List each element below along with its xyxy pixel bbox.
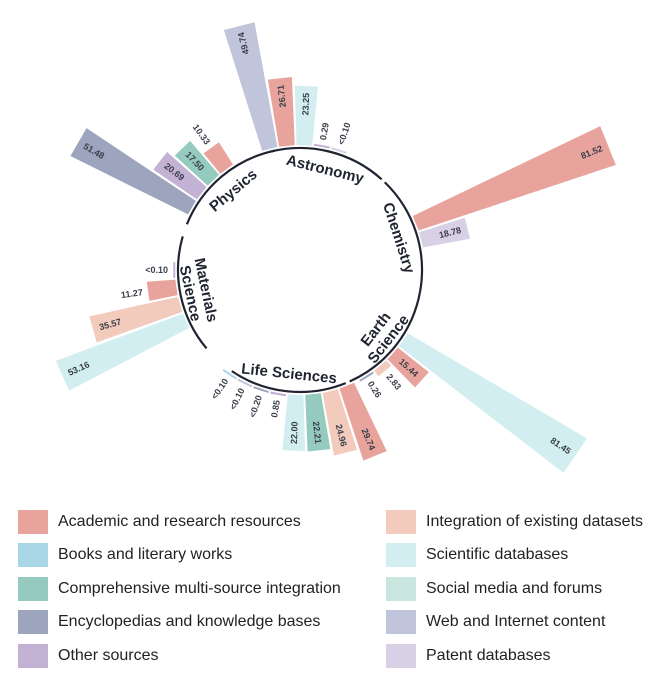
- bar-value-label: 23.25: [300, 93, 311, 116]
- bar-academic: [339, 382, 387, 461]
- bar-academic: [146, 279, 178, 301]
- legend-swatch-other: [18, 644, 48, 668]
- bar-other: [173, 262, 176, 278]
- legend-swatch-academic: [18, 510, 48, 534]
- category-label-line: Astronomy: [285, 152, 367, 188]
- bar-academic: [387, 347, 429, 388]
- bar-academic: [267, 77, 295, 147]
- bar-value-label: 22.00: [289, 421, 300, 444]
- bar-integration: [374, 360, 392, 377]
- legend-item-web: Web and Internet content: [386, 607, 605, 637]
- bar-comprehensive: [174, 140, 219, 186]
- legend-label: Encyclopedias and knowledge bases: [58, 613, 321, 630]
- legend-label: Academic and research resources: [58, 513, 301, 530]
- bar-value-label: 2.83: [384, 372, 403, 392]
- legend-swatch-encyclopedias: [18, 610, 48, 634]
- bar-scientific: [399, 333, 587, 473]
- category-arc: [270, 146, 383, 181]
- legend-swatch-integration: [386, 510, 416, 534]
- legend-label: Scientific databases: [426, 546, 569, 563]
- bar-value-label: <0.10: [336, 121, 353, 146]
- bar-value-label: <0.10: [228, 386, 247, 411]
- bar-value-label: <0.10: [145, 265, 168, 275]
- bar-web: [237, 378, 253, 388]
- bar-encyclopedias: [359, 371, 374, 382]
- bar-encyclopedias: [253, 386, 269, 394]
- legend-item-academic: Academic and research resources: [18, 507, 301, 537]
- bar-academic: [412, 126, 616, 231]
- bar-scientific: [282, 394, 306, 452]
- legend-item-encyclopedias: Encyclopedias and knowledge bases: [18, 607, 320, 637]
- legend-label: Books and literary works: [58, 546, 233, 563]
- legend-swatch-social: [386, 577, 416, 601]
- bar-encyclopedias: [70, 128, 196, 215]
- category-label: Chemistry: [379, 201, 418, 277]
- category-arc: [383, 181, 424, 292]
- category-arc: [176, 236, 208, 350]
- bar-patent: [419, 217, 471, 248]
- bar-patent: [331, 146, 347, 154]
- legend-swatch-patent: [386, 644, 416, 668]
- category-arc: [231, 370, 347, 394]
- bar-academic: [203, 142, 234, 174]
- legend-item-other: Other sources: [18, 641, 158, 671]
- bar-value-label: 10.33: [191, 122, 212, 146]
- bar-value-label: 0.29: [318, 122, 331, 141]
- legend-item-books: Books and literary works: [18, 540, 232, 570]
- bar-other: [153, 151, 207, 200]
- bar-scientific: [55, 313, 190, 391]
- bar-other: [313, 143, 330, 149]
- legend-swatch-books: [18, 543, 48, 567]
- legend-swatch-comprehensive: [18, 577, 48, 601]
- legend-item-scientific: Scientific databases: [386, 540, 568, 570]
- category-arc: [349, 290, 422, 383]
- bar-comprehensive: [305, 393, 331, 452]
- bar-value-label: 11.27: [120, 287, 143, 300]
- bar-value-label: 0.26: [366, 379, 384, 399]
- legend-item-integration: Integration of existing datasets: [386, 507, 643, 537]
- legend-label: Web and Internet content: [426, 613, 606, 630]
- bar-value-label: <0.20: [247, 394, 264, 419]
- bar-value-label: 26.71: [276, 84, 288, 107]
- legend-item-patent: Patent databases: [386, 641, 551, 671]
- legend-item-social: Social media and forums: [386, 574, 602, 604]
- bar-value-label: <0.10: [209, 377, 230, 401]
- legend-swatch-scientific: [386, 543, 416, 567]
- legend-label: Patent databases: [426, 647, 551, 664]
- category-label: Astronomy: [285, 152, 367, 188]
- legend-swatch-web: [386, 610, 416, 634]
- bar-value-label: 0.85: [269, 399, 282, 418]
- bar-scientific: [294, 85, 318, 146]
- legend-label: Social media and forums: [426, 580, 603, 597]
- category-arc: [185, 149, 275, 225]
- bar-web: [223, 22, 278, 151]
- bar-integration: [322, 389, 358, 456]
- legend-item-comprehensive: Comprehensive multi-source integration: [18, 574, 341, 604]
- legend-label: Other sources: [58, 647, 159, 664]
- legend-label: Comprehensive multi-source integration: [58, 580, 341, 597]
- category-label-line: Chemistry: [379, 201, 418, 277]
- chart-legend: Academic and research resources Books an…: [0, 500, 660, 676]
- bar-integration: [89, 296, 183, 343]
- bar-value-label: 22.21: [311, 421, 323, 444]
- bar-other: [270, 391, 287, 397]
- bar-books: [222, 369, 237, 380]
- legend-label: Integration of existing datasets: [426, 513, 644, 530]
